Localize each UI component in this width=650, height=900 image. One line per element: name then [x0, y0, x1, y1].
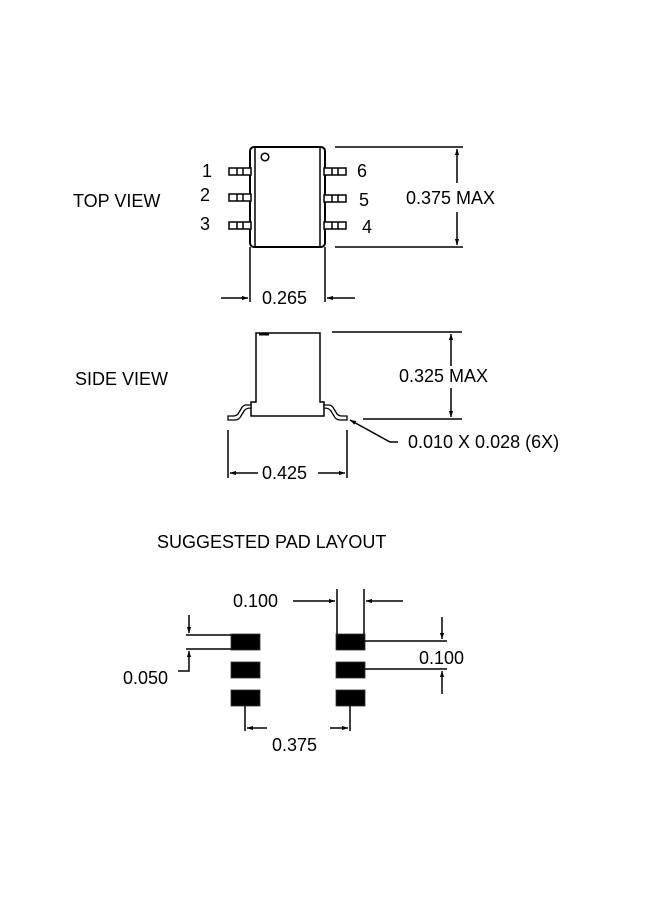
pad-3: [230, 689, 261, 707]
pin-label-1: 1: [202, 161, 212, 181]
pads: [230, 633, 366, 707]
top-height-dimension: [335, 146, 463, 248]
side-view: SIDE VIEW 0.325 MAX 0.010 X 0.028 (6X): [75, 331, 559, 483]
pad-layout-title: SUGGESTED PAD LAYOUT: [157, 532, 386, 552]
top-view-leads-left: [228, 167, 252, 230]
pin-label-6: 6: [357, 161, 367, 181]
side-view-lead-left: [227, 404, 252, 421]
top-height-label: 0.375 MAX: [406, 188, 495, 208]
side-view-lead-right: [323, 404, 348, 421]
pad-pitch-dimension: [365, 617, 447, 694]
pad-gap-dimension: [178, 615, 231, 672]
pad-layout: SUGGESTED PAD LAYOUT 0.100 0.100: [123, 532, 464, 755]
side-view-body: [250, 332, 325, 417]
pad-width-dimension: [293, 589, 403, 634]
top-width-dimension: [221, 247, 355, 302]
top-view: TOP VIEW 1 2 3 6 5 4: [73, 146, 495, 308]
side-height-label: 0.325 MAX: [399, 366, 488, 386]
top-view-title: TOP VIEW: [73, 191, 160, 211]
pad-span-label: 0.375: [272, 735, 317, 755]
lead-leader-line: [349, 419, 398, 443]
pin-label-5: 5: [359, 190, 369, 210]
pad-width-label: 0.100: [233, 591, 278, 611]
pin-label-3: 3: [200, 214, 210, 234]
top-width-label: 0.265: [262, 288, 307, 308]
side-view-title: SIDE VIEW: [75, 369, 168, 389]
pad-5: [335, 661, 366, 679]
pin-label-4: 4: [362, 217, 372, 237]
top-view-leads-right: [323, 167, 347, 230]
lead-note-label: 0.010 X 0.028 (6X): [408, 432, 559, 452]
pad-6: [335, 633, 366, 651]
pin-label-2: 2: [200, 185, 210, 205]
top-view-body: [249, 146, 326, 248]
pad-gap-label: 0.050: [123, 668, 168, 688]
pad-pitch-label: 0.100: [419, 648, 464, 668]
pad-1: [230, 633, 261, 651]
side-height-dimension: [332, 331, 462, 420]
side-width-label: 0.425: [262, 463, 307, 483]
side-width-dimension: [227, 430, 348, 478]
pad-2: [230, 661, 261, 679]
pin1-marker-icon: [260, 152, 270, 162]
pad-span-dimension: [244, 706, 351, 731]
pad-4: [335, 689, 366, 707]
